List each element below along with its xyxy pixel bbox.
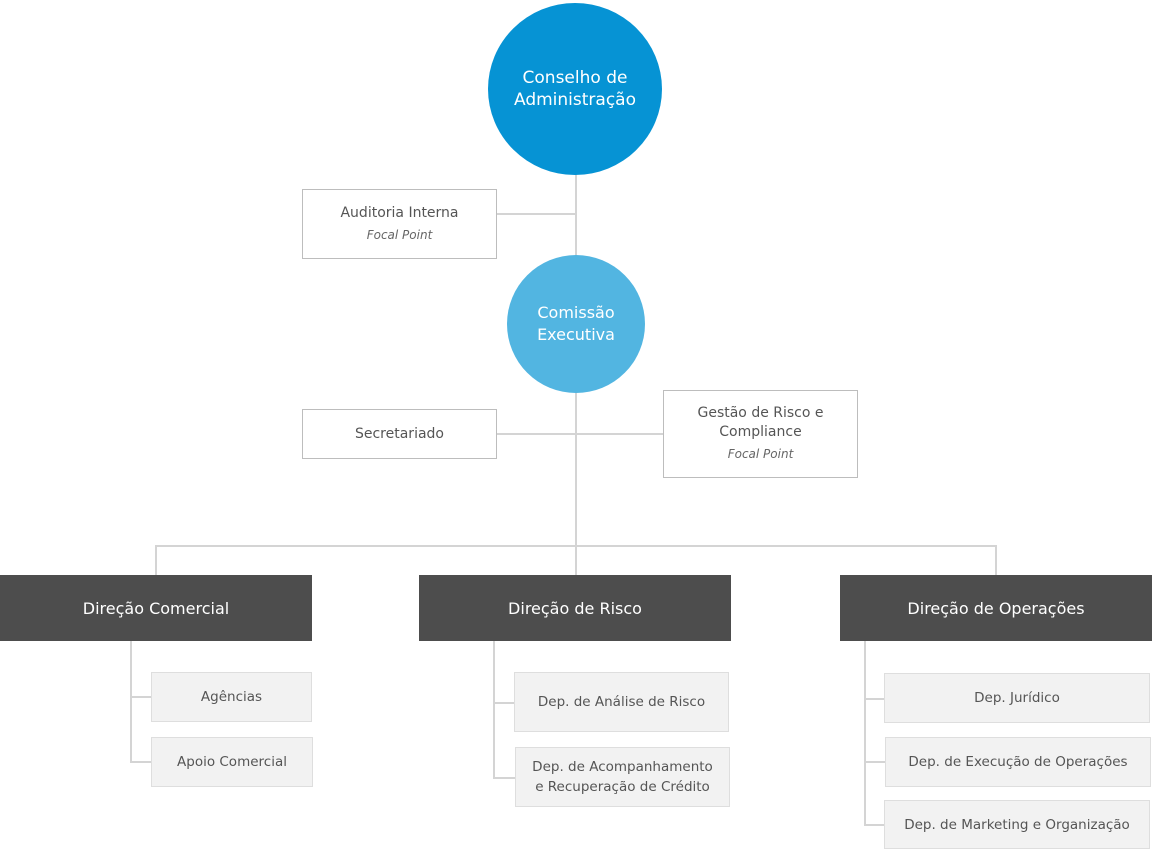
direction-commercial-title: Direção Comercial [82, 598, 230, 618]
board-label-line1: Conselho de [522, 68, 628, 88]
dept-acompanhamento-line1: Dep. de Acompanhamento [532, 759, 713, 775]
committee-label-line1: Comissão [537, 303, 615, 322]
direction-operations-title: Direção de Operações [907, 598, 1085, 618]
secretariat-node: Secretariado [302, 409, 497, 459]
direction-risk-title: Direção de Risco [508, 598, 642, 618]
board-node: Conselho de Administração [488, 3, 662, 175]
dept-acompanhamento-recuperacao: Dep. de Acompanhamento e Recuperação de … [515, 747, 730, 807]
connector-operations-depts [864, 641, 866, 826]
connector-agencias [130, 696, 152, 698]
dept-apoio-comercial-label: Apoio Comercial [177, 754, 287, 770]
connector-risk-drop [575, 545, 577, 576]
connector-apoio [130, 761, 152, 763]
connector-secretariat [496, 433, 576, 435]
committee-label-line2: Executiva [537, 325, 615, 344]
direction-commercial-node: Direção Comercial [0, 575, 312, 641]
dept-juridico: Dep. Jurídico [884, 673, 1150, 723]
risk-compliance-title-line2: Compliance [719, 424, 802, 440]
dept-marketing-organizacao-label: Dep. de Marketing e Organização [904, 816, 1130, 833]
dept-apoio-comercial: Apoio Comercial [151, 737, 313, 787]
connector-juridico [864, 698, 886, 700]
executive-committee-node: Comissão Executiva [507, 255, 645, 393]
connector-risk-compliance [576, 433, 664, 435]
dept-execucao-operacoes: Dep. de Execução de Operações [885, 737, 1151, 787]
dept-execucao-operacoes-label: Dep. de Execução de Operações [908, 754, 1128, 770]
board-label-line2: Administração [514, 90, 636, 110]
secretariat-title: Secretariado [354, 425, 444, 442]
connector-commercial-depts [130, 641, 132, 763]
direction-risk-node: Direção de Risco [419, 575, 731, 641]
dept-marketing-organizacao: Dep. de Marketing e Organização [884, 800, 1150, 849]
risk-compliance-node: Gestão de Risco e Compliance Focal Point [663, 390, 858, 478]
dept-analise-risco-label: Dep. de Análise de Risco [537, 694, 706, 710]
internal-audit-title: Auditoria Interna [340, 204, 459, 221]
risk-compliance-subtitle: Focal Point [727, 447, 794, 461]
internal-audit-subtitle: Focal Point [366, 227, 433, 242]
dept-juridico-label: Dep. Jurídico [974, 690, 1060, 706]
connector-analise [493, 702, 515, 704]
dept-acompanhamento-line2: e Recuperação de Crédito [535, 779, 710, 795]
dept-agencias: Agências [151, 672, 312, 722]
connector-commercial-drop [155, 545, 157, 576]
connector-audit [496, 213, 576, 215]
connector-acompanhamento [493, 777, 515, 779]
risk-compliance-title-line1: Gestão de Risco e [697, 405, 824, 421]
dept-analise-risco: Dep. de Análise de Risco [514, 672, 729, 732]
internal-audit-node: Auditoria Interna Focal Point [302, 189, 497, 259]
connector-operations-drop [995, 545, 997, 576]
connector-execucao [864, 761, 886, 763]
connector-marketing [864, 824, 886, 826]
direction-operations-node: Direção de Operações [840, 575, 1152, 641]
connector-risk-depts [493, 641, 495, 779]
dept-agencias-label: Agências [200, 689, 263, 705]
